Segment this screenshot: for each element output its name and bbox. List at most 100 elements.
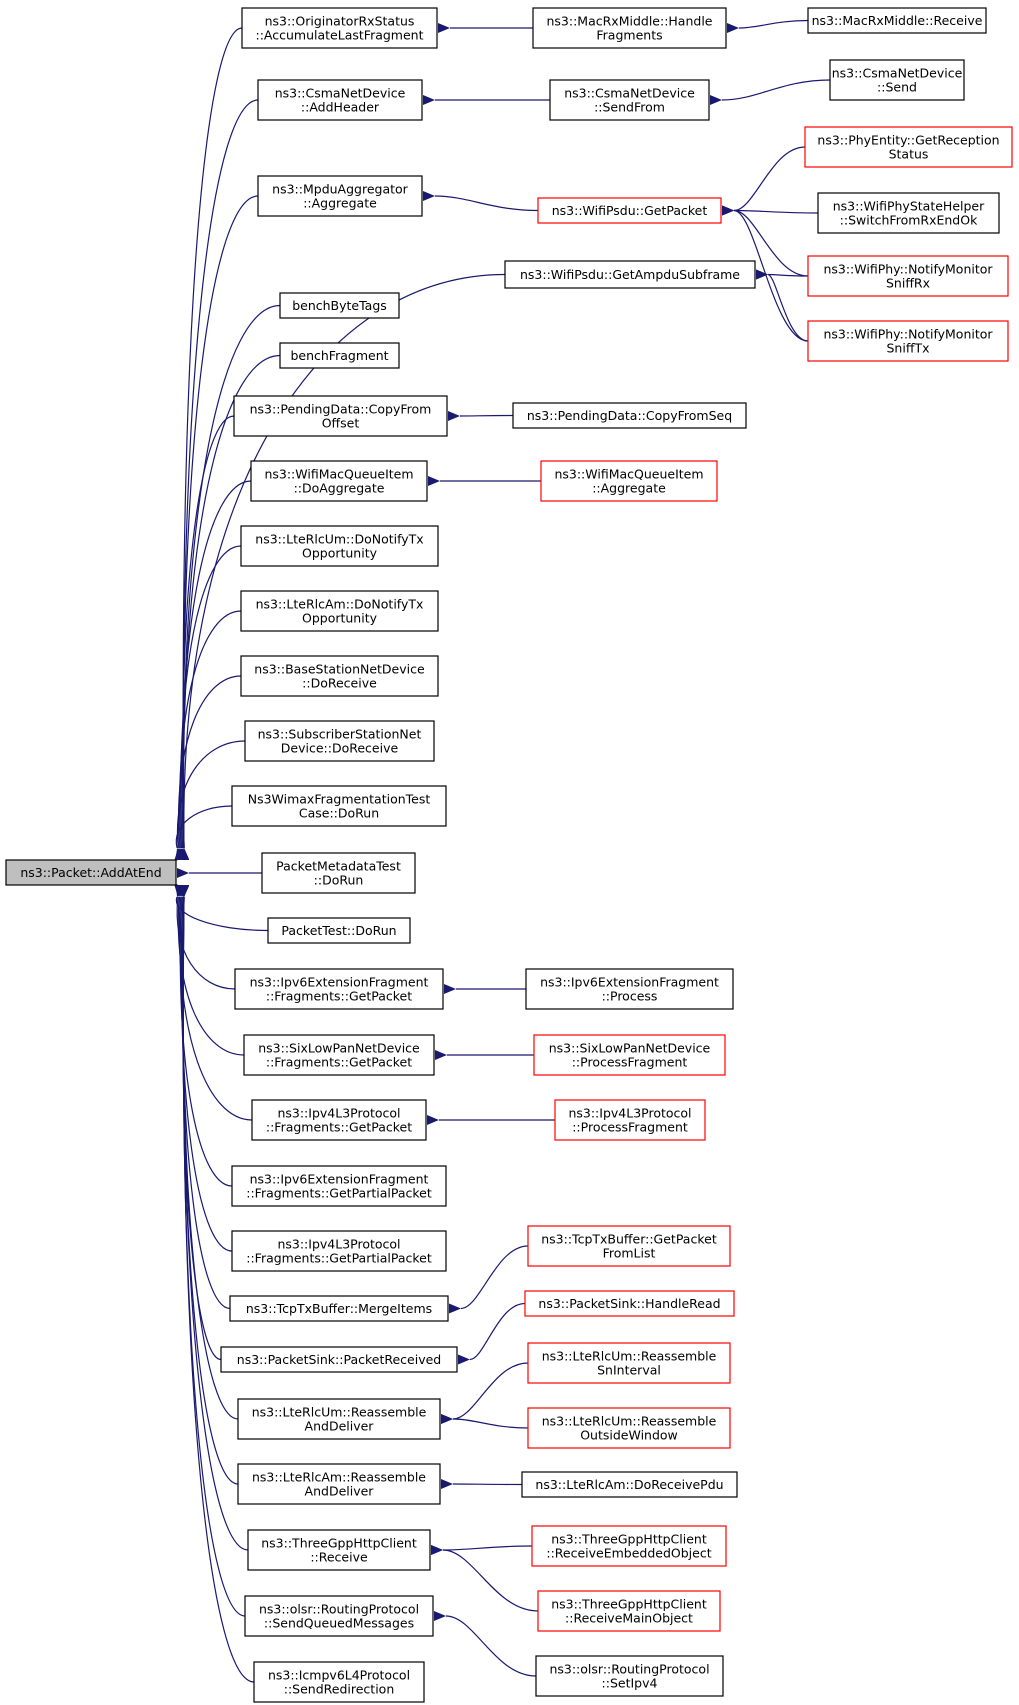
node-box[interactable]	[237, 1398, 441, 1440]
node-box[interactable]	[231, 1165, 447, 1207]
caller-function-node[interactable]: ns3::MacRxMiddle::Receive	[807, 7, 987, 34]
caller-function-node[interactable]: ns3::BaseStationNetDevice::DoReceive	[240, 655, 439, 697]
caller-function-node[interactable]: ns3::LteRlcAm::DoReceivePdu	[521, 1471, 738, 1498]
node-box[interactable]	[527, 1407, 731, 1449]
node-box[interactable]	[512, 402, 747, 429]
node-box[interactable]	[253, 1661, 425, 1703]
node-box[interactable]	[251, 1099, 427, 1141]
caller-function-node[interactable]: ns3::ThreeGppHttpClient::Receive	[247, 1529, 431, 1571]
node-box[interactable]	[257, 79, 423, 121]
caller-function-node[interactable]: ns3::ThreeGppHttpClient::ReceiveEmbedded…	[531, 1525, 727, 1567]
caller-function-node[interactable]: ns3::ThreeGppHttpClient::ReceiveMainObje…	[537, 1590, 721, 1632]
caller-function-node[interactable]: benchByteTags	[279, 292, 400, 319]
node-box[interactable]	[244, 1595, 434, 1637]
node-box[interactable]	[234, 968, 444, 1010]
node-box[interactable]	[540, 460, 718, 502]
node-box[interactable]	[250, 460, 428, 502]
caller-function-node[interactable]: benchFragment	[279, 342, 400, 369]
caller-function-node[interactable]: PacketMetadataTest::DoRun	[261, 852, 416, 894]
caller-function-node[interactable]: ns3::WifiMacQueueItem::Aggregate	[540, 460, 718, 502]
node-box[interactable]	[231, 785, 447, 827]
node-box[interactable]	[527, 1342, 731, 1384]
caller-function-node[interactable]: ns3::OriginatorRxStatus::AccumulateLastF…	[241, 7, 438, 49]
caller-function-node[interactable]: ns3::Ipv6ExtensionFragment::Process	[525, 968, 734, 1010]
caller-function-node[interactable]: ns3::CsmaNetDevice::AddHeader	[257, 79, 423, 121]
node-box[interactable]	[817, 192, 1000, 234]
caller-function-node[interactable]: ns3::TcpTxBuffer::MergeItems	[229, 1295, 449, 1322]
node-box[interactable]	[554, 1099, 706, 1141]
caller-function-node[interactable]: ns3::Ipv4L3Protocol::ProcessFragment	[554, 1099, 706, 1141]
node-box[interactable]	[240, 655, 439, 697]
caller-function-node[interactable]: ns3::MpduAggregator::Aggregate	[257, 175, 423, 217]
node-box[interactable]	[537, 197, 722, 224]
node-box[interactable]	[533, 1034, 726, 1076]
node-box[interactable]	[525, 968, 734, 1010]
caller-function-node[interactable]: ns3::Ipv6ExtensionFragment::Fragments::G…	[231, 1165, 447, 1207]
node-box[interactable]	[261, 852, 416, 894]
caller-function-node[interactable]: ns3::SixLowPanNetDevice::ProcessFragment	[533, 1034, 726, 1076]
node-box[interactable]	[247, 1529, 431, 1571]
node-box[interactable]	[237, 1463, 441, 1505]
node-box[interactable]	[220, 1346, 458, 1373]
node-box[interactable]	[279, 342, 400, 369]
node-box[interactable]	[532, 7, 727, 49]
node-box[interactable]	[229, 1295, 449, 1322]
node-label-line: Ns3WimaxFragmentationTest	[248, 792, 431, 807]
node-box[interactable]	[243, 1034, 435, 1076]
caller-function-node[interactable]: ns3::CsmaNetDevice::SendFrom	[549, 79, 710, 121]
caller-function-node[interactable]: ns3::Icmpv6L4Protocol::SendRedirection	[253, 1661, 425, 1703]
node-box[interactable]	[829, 59, 965, 101]
caller-function-node[interactable]: ns3::SixLowPanNetDevice::Fragments::GetP…	[243, 1034, 435, 1076]
caller-function-node[interactable]: ns3::Ipv6ExtensionFragment::Fragments::G…	[234, 968, 444, 1010]
node-box[interactable]	[233, 395, 448, 437]
caller-function-node[interactable]: ns3::WifiPsdu::GetPacket	[537, 197, 722, 224]
caller-function-node[interactable]: ns3::PendingData::CopyFromSeq	[512, 402, 747, 429]
node-box[interactable]	[241, 7, 438, 49]
node-box[interactable]	[531, 1525, 727, 1567]
caller-function-node[interactable]: ns3::Ipv4L3Protocol::Fragments::GetParti…	[231, 1230, 447, 1272]
caller-function-node[interactable]: ns3::WifiMacQueueItem::DoAggregate	[250, 460, 428, 502]
node-box[interactable]	[549, 79, 710, 121]
node-box[interactable]	[524, 1290, 735, 1317]
node-box[interactable]	[257, 175, 423, 217]
node-box[interactable]	[267, 917, 411, 944]
caller-function-node[interactable]: ns3::SubscriberStationNetDevice::DoRecei…	[244, 720, 435, 762]
node-box[interactable]	[527, 1225, 731, 1267]
node-label-line: ::Fragments::GetPartialPacket	[246, 1251, 432, 1266]
caller-function-node[interactable]: ns3::WifiPhyStateHelper::SwitchFromRxEnd…	[817, 192, 1000, 234]
node-box[interactable]	[231, 1230, 447, 1272]
node-box[interactable]	[240, 525, 439, 567]
caller-function-node[interactable]: ns3::Ipv4L3Protocol::Fragments::GetPacke…	[251, 1099, 427, 1141]
node-box[interactable]	[521, 1471, 738, 1498]
caller-function-node[interactable]: ns3::CsmaNetDevice::Send	[829, 59, 965, 101]
caller-function-node[interactable]: ns3::olsr::RoutingProtocol::SendQueuedMe…	[244, 1595, 434, 1637]
node-box[interactable]	[244, 720, 435, 762]
node-box[interactable]	[504, 260, 756, 289]
node-box[interactable]	[279, 292, 400, 319]
caller-function-node[interactable]: PacketTest::DoRun	[267, 917, 411, 944]
node-box[interactable]	[807, 320, 1009, 362]
caller-function-node[interactable]: ns3::WifiPsdu::GetAmpduSubframe	[504, 260, 756, 289]
node-box[interactable]	[807, 7, 987, 34]
node-box[interactable]	[804, 126, 1013, 168]
caller-function-node[interactable]: ns3::PacketSink::HandleRead	[524, 1290, 735, 1317]
caller-function-node[interactable]: ns3::PacketSink::PacketReceived	[220, 1346, 458, 1373]
node-box[interactable]	[240, 590, 439, 632]
node-box[interactable]	[807, 255, 1009, 297]
node-box[interactable]	[535, 1655, 724, 1697]
caller-function-node[interactable]: ns3::olsr::RoutingProtocol::SetIpv4	[535, 1655, 724, 1697]
node-box[interactable]	[537, 1590, 721, 1632]
